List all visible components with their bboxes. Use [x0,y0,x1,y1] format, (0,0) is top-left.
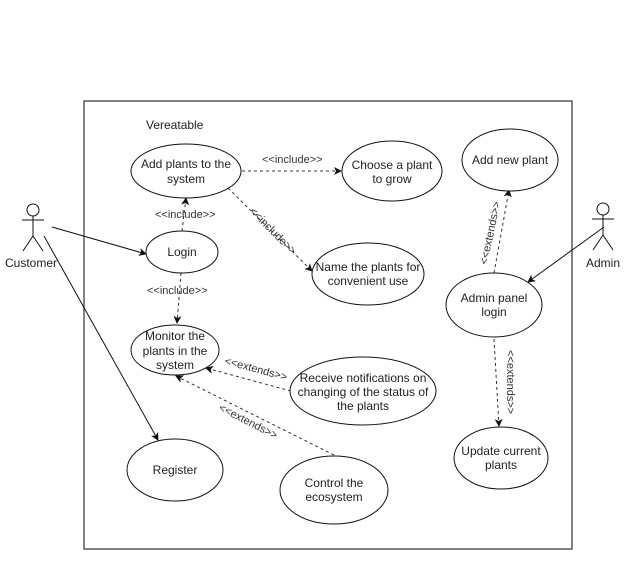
actor-customer[interactable] [22,203,44,252]
use-case-label: Add plants to the [141,157,231,171]
association-customer-login [51,226,147,256]
use-case-add-plants[interactable] [130,143,242,199]
use-case-label: plants in the [143,344,208,358]
relation-add-name [227,187,313,272]
use-case-label: login [481,305,506,319]
label-include-monitor: <<include>> [147,285,208,297]
actor-head-icon [596,202,610,216]
use-case-label: convenient use [328,274,409,288]
use-case-label: Receive notifications on [300,371,427,385]
use-case-label: plants [485,458,517,472]
use-case-label: Register [153,463,198,477]
use-case-label: Login [167,245,196,259]
use-case-label: Update current [461,444,541,458]
use-case-label: system [167,172,205,186]
relation-notify-monitor [205,365,292,392]
use-case-label: Add new plant [472,153,549,167]
use-case-control-ecosystem[interactable] [279,455,389,525]
label-extends-update: <<extends>> [504,350,516,414]
use-case-choose-plant[interactable] [341,140,443,202]
association-admin-login [527,226,605,283]
use-case-label: Control the [305,476,364,490]
system-title: Vereatable [146,118,204,132]
use-case-add-new-plant[interactable] [461,128,559,192]
relation-admin-update [493,338,503,427]
use-case-label: Choose a plant [352,158,433,172]
use-case-name-plants[interactable] [311,242,425,306]
use-case-label: ecosystem [305,490,362,504]
use-case-label: to grow [372,172,412,186]
use-case-register[interactable] [126,438,224,502]
use-case-monitor[interactable] [130,324,220,376]
use-case-label: the plants [337,399,389,413]
use-case-label: system [156,358,194,372]
actor-admin-label: Admin [586,256,620,270]
use-case-login[interactable] [145,230,219,274]
use-case-label: changing of the status of [298,385,429,399]
association-customer-register [43,235,159,441]
actor-customer-label: Customer [5,256,57,270]
use-case-admin-login[interactable] [445,272,543,338]
system-boundary [83,100,573,550]
actor-admin[interactable] [592,202,614,251]
actor-head-icon [26,203,40,217]
use-case-update-plants[interactable] [453,426,549,490]
use-case-label: Monitor the [145,329,205,343]
use-case-label: Admin panel [461,291,528,305]
use-case-label: Name the plants for [316,260,421,274]
label-include-name: <<include>> [247,206,298,257]
label-extends-control: <<extends>> [217,402,280,442]
relation-login-monitor [173,272,182,324]
label-extends-notify: <<extends>> [223,355,288,383]
relation-admin-addnew [493,189,512,274]
label-include-choose: <<include>> [262,154,323,166]
use-case-receive-notifications[interactable] [289,356,437,426]
label-include-add: <<include>> [155,209,216,221]
label-extends-addnew: <<extends>> [478,200,503,265]
